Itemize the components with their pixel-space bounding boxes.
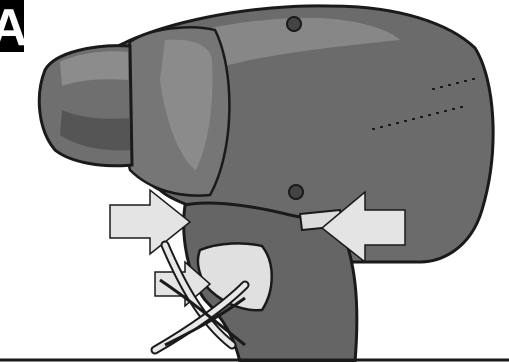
figure-label-text: A bbox=[0, 2, 28, 54]
lower-screw bbox=[289, 185, 303, 199]
top-screw bbox=[287, 17, 301, 31]
figure-label-badge: A bbox=[0, 0, 24, 52]
